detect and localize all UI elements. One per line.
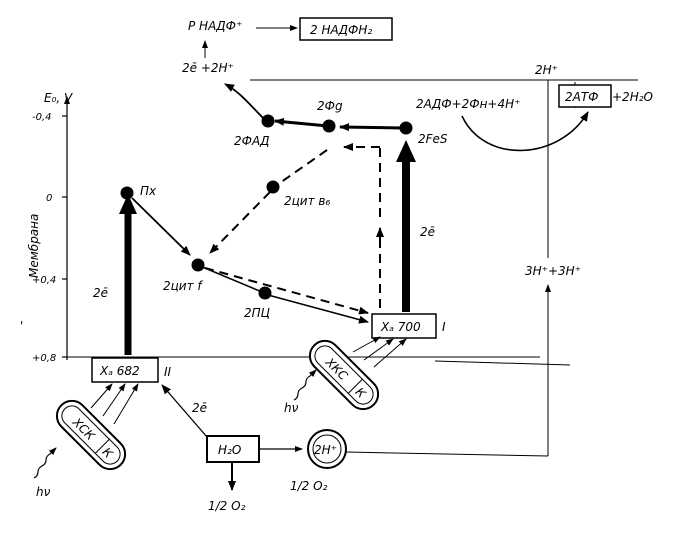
x700-box: [371, 313, 437, 339]
cytf-dot: [191, 258, 205, 272]
tick-label: 0: [46, 193, 52, 204]
capsule-ps1-transfer-2: [363, 338, 394, 361]
fes-to-fg-arrow: [339, 123, 404, 132]
water-label: Н₂О: [218, 443, 241, 457]
cytb6-label: 2цит в₆: [284, 194, 330, 208]
atp-box: [558, 84, 612, 108]
pc-label: 2ПЦ: [244, 306, 270, 320]
capsule-ps2: ХСК К: [55, 399, 127, 471]
capsule-ps2-transfer-3: [113, 383, 139, 425]
light-arrow-left: [33, 447, 57, 479]
proton-label: 2H⁺: [314, 443, 337, 457]
tick-label: -0,4: [32, 112, 52, 123]
proton-top-label: 2H⁺: [535, 63, 558, 77]
fes-label: 2FeS: [418, 132, 448, 146]
proton-sum-label: 3Н⁺+3Н⁺: [525, 264, 581, 278]
nadp-label: Р НАДФ⁺: [188, 19, 242, 33]
pc-to-x700-arrow: [267, 294, 369, 324]
cytf-to-pc-line: [199, 265, 263, 293]
capsule-ps1: ХКС К: [308, 339, 380, 411]
px-dot: [120, 186, 134, 200]
x682-box: [91, 357, 159, 383]
atp-water-label: +2Н₂О: [612, 90, 653, 104]
cyclic-electron-path: [204, 143, 381, 315]
ps2-excitation-head: [119, 194, 137, 214]
ps1-label: I: [442, 320, 446, 334]
side-mark: ': [20, 319, 23, 333]
fes-dot: [399, 121, 413, 135]
fg-label: 2Фg: [317, 99, 343, 113]
proton-flow-line: [345, 451, 549, 457]
light-arrow-right: [293, 369, 317, 401]
capsule-ps1-transfer-3: [373, 338, 407, 368]
electron-label-ps2: 2ē: [93, 286, 108, 300]
capsule-ps2-transfer-2: [102, 383, 126, 417]
light-label-left: hν: [36, 485, 51, 499]
proton-circle-inner: [312, 434, 342, 464]
light-label-right: hν: [284, 401, 299, 415]
capsule-ps1-transfer-1: [352, 336, 381, 353]
cytb6-dot: [266, 180, 280, 194]
capsule-ps2-transfer-1: [90, 383, 113, 409]
fad-label: 2ФАД: [234, 134, 270, 148]
tick-label: +0,4: [32, 275, 56, 286]
potential-axis: E₀, V -0,4 0 +0,4 +0,8 Мембрана ': [20, 91, 73, 364]
atp-synthesis-arrow: [461, 111, 589, 152]
pc-dot: [258, 286, 272, 300]
proton-circle: [307, 429, 347, 469]
tick-label: +0,8: [32, 353, 56, 364]
water-to-x682-arrow: [161, 384, 208, 438]
electron-label-water: 2ē: [192, 401, 207, 415]
cytf-label: 2цит f: [163, 279, 203, 293]
ps2-label: II: [164, 365, 172, 379]
fad-to-nadp-arrow: [224, 83, 266, 121]
x682-label: Хₐ 682: [99, 364, 140, 378]
fad-dot: [261, 114, 275, 128]
px-label: Пх: [140, 184, 157, 198]
electron-proton-label: 2ē +2H⁺: [182, 61, 234, 75]
fg-dot: [322, 119, 336, 133]
membrane-line-right: [434, 360, 571, 366]
ps1-excitation-head: [396, 140, 416, 162]
px-to-cytf-arrow: [131, 197, 191, 256]
nadph2-box: [299, 17, 393, 41]
x700-label: Хₐ 700: [380, 320, 421, 334]
adp-label: 2АДФ+2Фн+4Н⁺: [416, 97, 520, 111]
nadph2-label: 2 НАДФН₂: [310, 23, 372, 37]
fg-to-fad-arrow: [274, 117, 329, 128]
membrane-label: Мембрана: [27, 214, 41, 278]
atp-label: 2АТФ: [565, 90, 599, 104]
oxygen-label-left: 1/2 О₂: [208, 499, 246, 513]
electron-label-ps1: 2ē: [420, 225, 435, 239]
axis-title: E₀, V: [44, 91, 73, 105]
oxygen-label-right: 1/2 О₂: [290, 479, 328, 493]
